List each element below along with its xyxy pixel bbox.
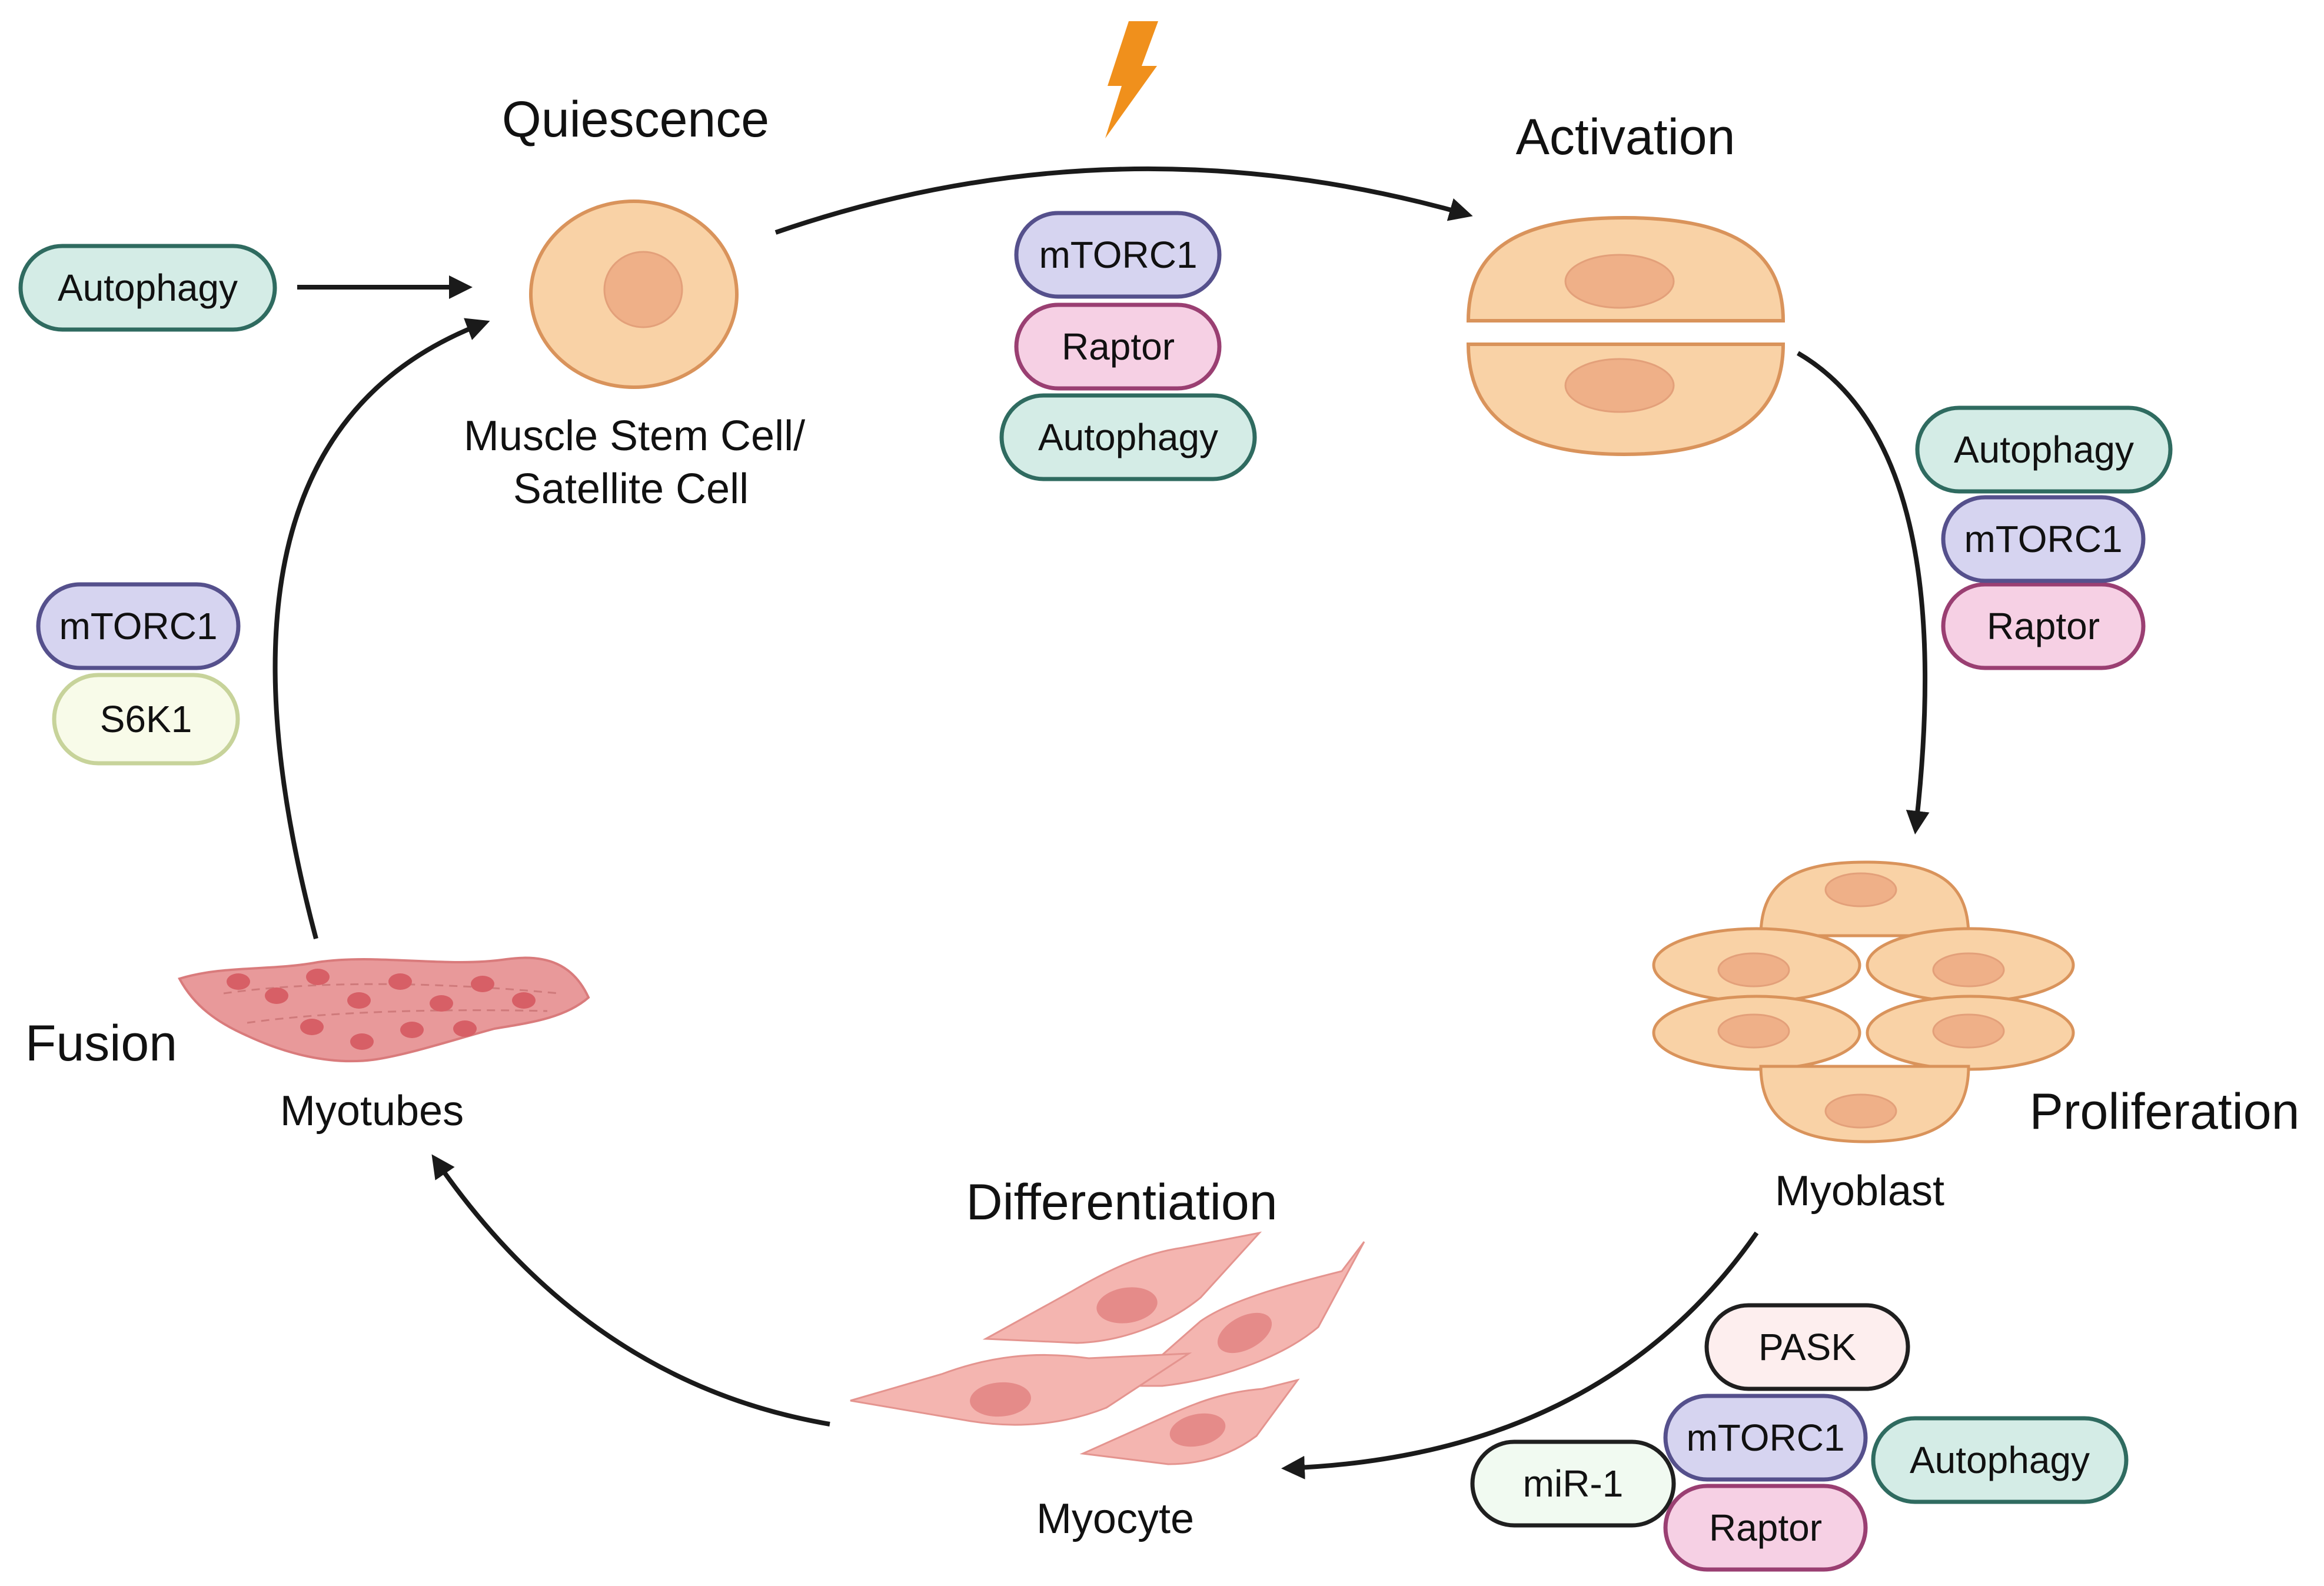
svg-text:miR-1: miR-1 xyxy=(1523,1462,1624,1505)
svg-text:mTORC1: mTORC1 xyxy=(1964,518,2122,560)
pill-s6k1-fusion: S6K1 xyxy=(52,673,240,766)
svg-text:Raptor: Raptor xyxy=(1062,325,1175,368)
pill-mtorc1-fusion: mTORC1 xyxy=(36,582,241,670)
arrow-fusion-to-quiescence xyxy=(272,318,490,940)
arrow-quiescence-to-activation xyxy=(774,166,1473,235)
pill-raptor-proliferation: Raptor xyxy=(1941,582,2146,670)
arrow-differentiation-to-fusion xyxy=(431,1154,830,1427)
cell-label-myoblast: Myoblast xyxy=(1775,1168,1944,1215)
stage-title-fusion: Fusion xyxy=(25,1015,177,1072)
svg-text:mTORC1: mTORC1 xyxy=(1039,234,1197,276)
cell-label-myotubes: Myotubes xyxy=(280,1088,464,1135)
pill-mir1-differentiation: miR-1 xyxy=(1470,1439,1676,1528)
pill-mtorc1-differentiation: mTORC1 xyxy=(1663,1394,1868,1482)
lightning-bolt-icon xyxy=(1105,21,1158,138)
arrow-activation-to-proliferation xyxy=(1796,351,1930,834)
pill-raptor-differentiation: Raptor xyxy=(1663,1484,1868,1572)
myoblast-cluster xyxy=(1652,860,2075,1143)
svg-text:S6K1: S6K1 xyxy=(100,698,192,740)
arrow-proliferation-to-differentiation xyxy=(1281,1231,1759,1479)
pill-autophagy-proliferation: Autophagy xyxy=(1915,405,2173,494)
cell-label-stem-cell-line2: Satellite Cell xyxy=(513,466,749,513)
svg-text:Raptor: Raptor xyxy=(1709,1507,1822,1549)
pill-autophagy-quiescence: Autophagy xyxy=(18,244,277,332)
pill-autophagy-differentiation: Autophagy xyxy=(1871,1416,2129,1504)
myocyte-cells xyxy=(850,1231,1365,1465)
pill-autophagy-activation: Autophagy xyxy=(999,393,1257,481)
svg-text:mTORC1: mTORC1 xyxy=(59,605,217,647)
activated-cell xyxy=(1466,215,1786,457)
muscle-stem-cell xyxy=(529,200,739,389)
pill-pask-differentiation: PASK xyxy=(1704,1303,1910,1391)
svg-text:PASK: PASK xyxy=(1758,1326,1856,1368)
stage-title-proliferation: Proliferation xyxy=(2030,1083,2300,1140)
pill-raptor-activation: Raptor xyxy=(1014,302,1222,391)
svg-text:mTORC1: mTORC1 xyxy=(1686,1417,1844,1459)
svg-text:Autophagy: Autophagy xyxy=(1038,416,1218,458)
stage-title-differentiation: Differentiation xyxy=(966,1174,1277,1231)
stage-title-activation: Activation xyxy=(1516,109,1735,165)
pill-mtorc1-activation: mTORC1 xyxy=(1014,211,1222,299)
pill-mtorc1-proliferation: mTORC1 xyxy=(1941,495,2146,583)
stage-title-quiescence: Quiescence xyxy=(502,91,769,148)
svg-text:Raptor: Raptor xyxy=(1987,605,2100,647)
svg-text:Autophagy: Autophagy xyxy=(1954,428,2134,471)
svg-text:Autophagy: Autophagy xyxy=(58,267,238,309)
cell-label-stem-cell-line1: Muscle Stem Cell/ xyxy=(464,413,805,460)
myotube xyxy=(178,956,590,1063)
svg-text:Autophagy: Autophagy xyxy=(1910,1439,2090,1481)
cell-label-myocyte: Myocyte xyxy=(1036,1495,1194,1542)
